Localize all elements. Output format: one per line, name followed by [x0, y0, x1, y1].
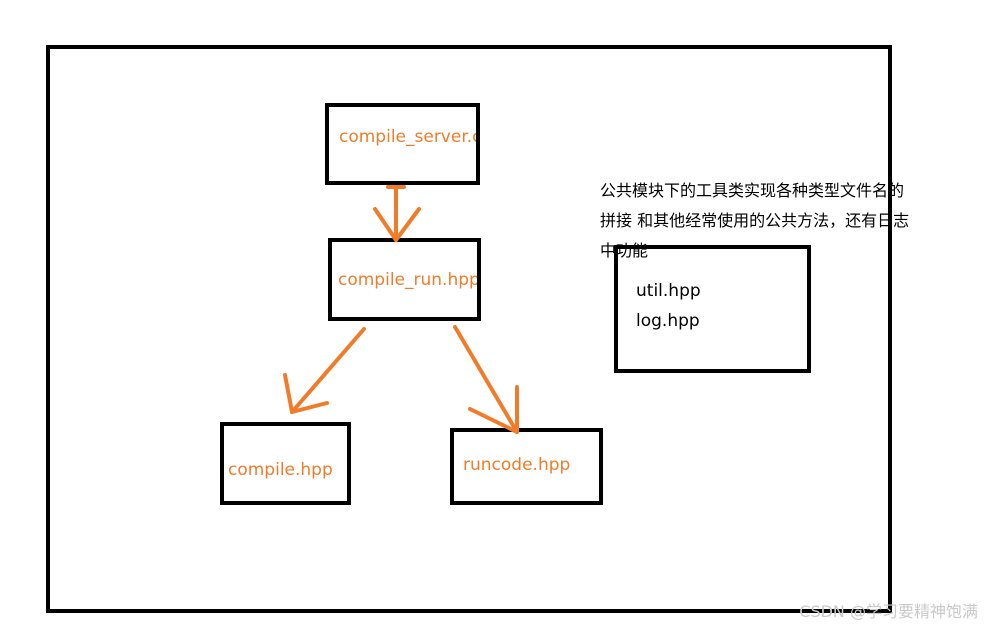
compile-server-node: compile_server.cc	[325, 103, 480, 185]
csdn-watermark: CSDN @学习要精神饱满	[799, 602, 978, 621]
util-module-node: util.hpp log.hpp	[614, 245, 811, 373]
compile-run-label: compile_run.hpp	[338, 270, 480, 290]
note-line-1: 公共模块下的工具类实现各种类型文件名的	[600, 181, 905, 200]
runcode-label: runcode.hpp	[463, 455, 571, 475]
module-note: 公共模块下的工具类实现各种类型文件名的 拼接 和其他经常使用的公共方法，还有日志…	[600, 176, 940, 266]
compile-run-node: compile_run.hpp	[328, 238, 481, 321]
note-line-2: 拼接 和其他经常使用的公共方法，还有日志	[600, 211, 910, 230]
note-line-3: 中功能	[600, 241, 649, 260]
util-label: util.hpp	[636, 281, 701, 301]
outer-frame	[46, 45, 892, 613]
compile-node: compile.hpp	[220, 422, 351, 505]
log-label: log.hpp	[636, 311, 700, 331]
compile-label: compile.hpp	[228, 460, 333, 480]
runcode-node: runcode.hpp	[450, 428, 603, 505]
compile-server-label: compile_server.cc	[339, 127, 480, 147]
